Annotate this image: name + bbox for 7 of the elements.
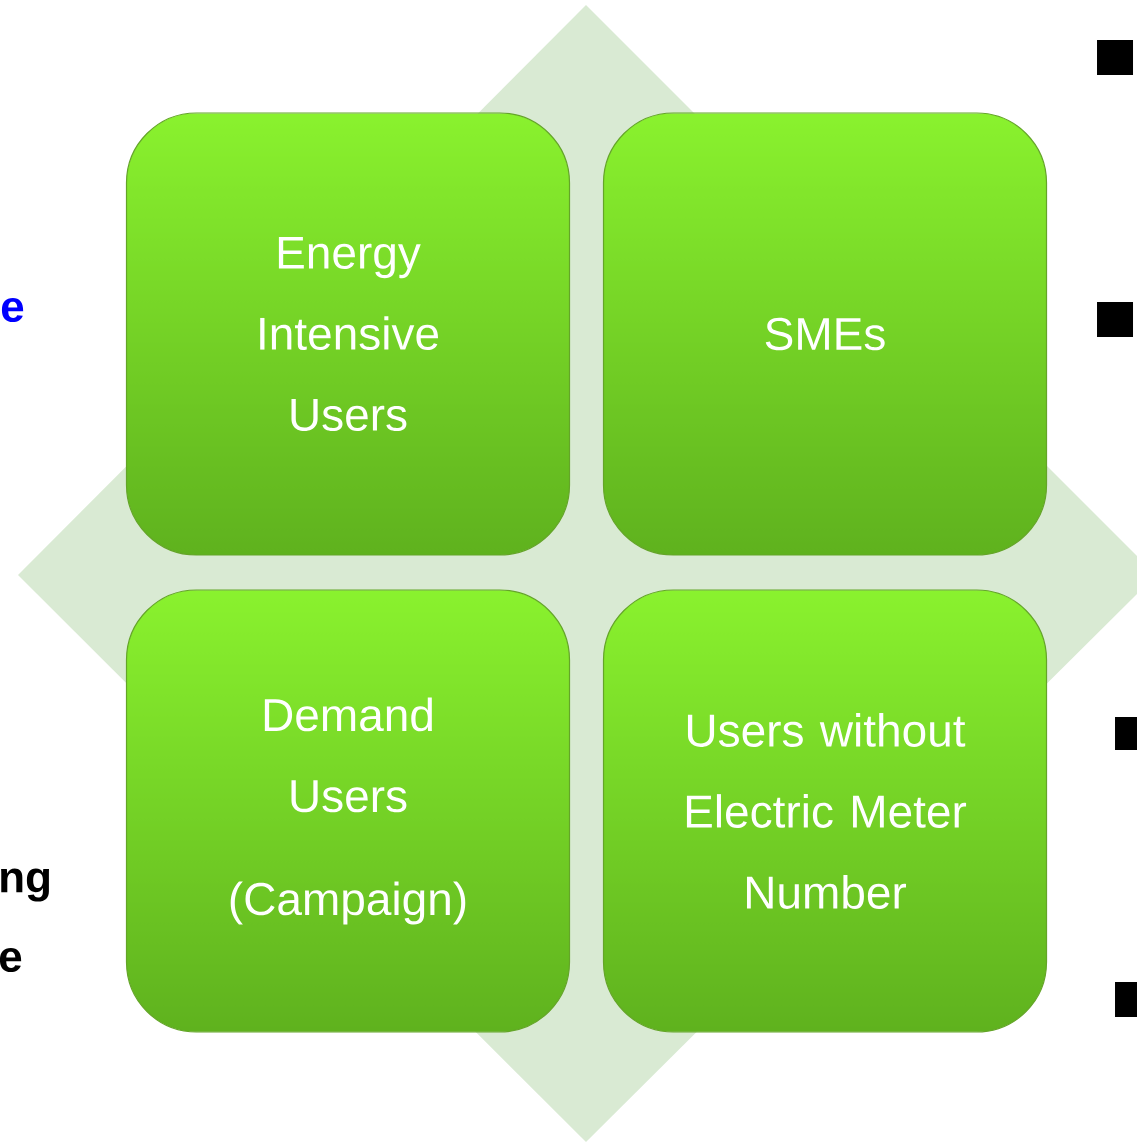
rounded-box: Users without Electric Meter Number — [602, 589, 1048, 1033]
text-fragment: e — [1, 297, 24, 323]
rounded-box: Energy Intensive Users — [125, 112, 571, 556]
rounded-box: Demand Users (Campaign) — [125, 589, 571, 1033]
text-fragment: ng — [1, 868, 49, 902]
text-fragment: e — [0, 947, 22, 973]
rounded-box: SMEs — [602, 112, 1048, 556]
